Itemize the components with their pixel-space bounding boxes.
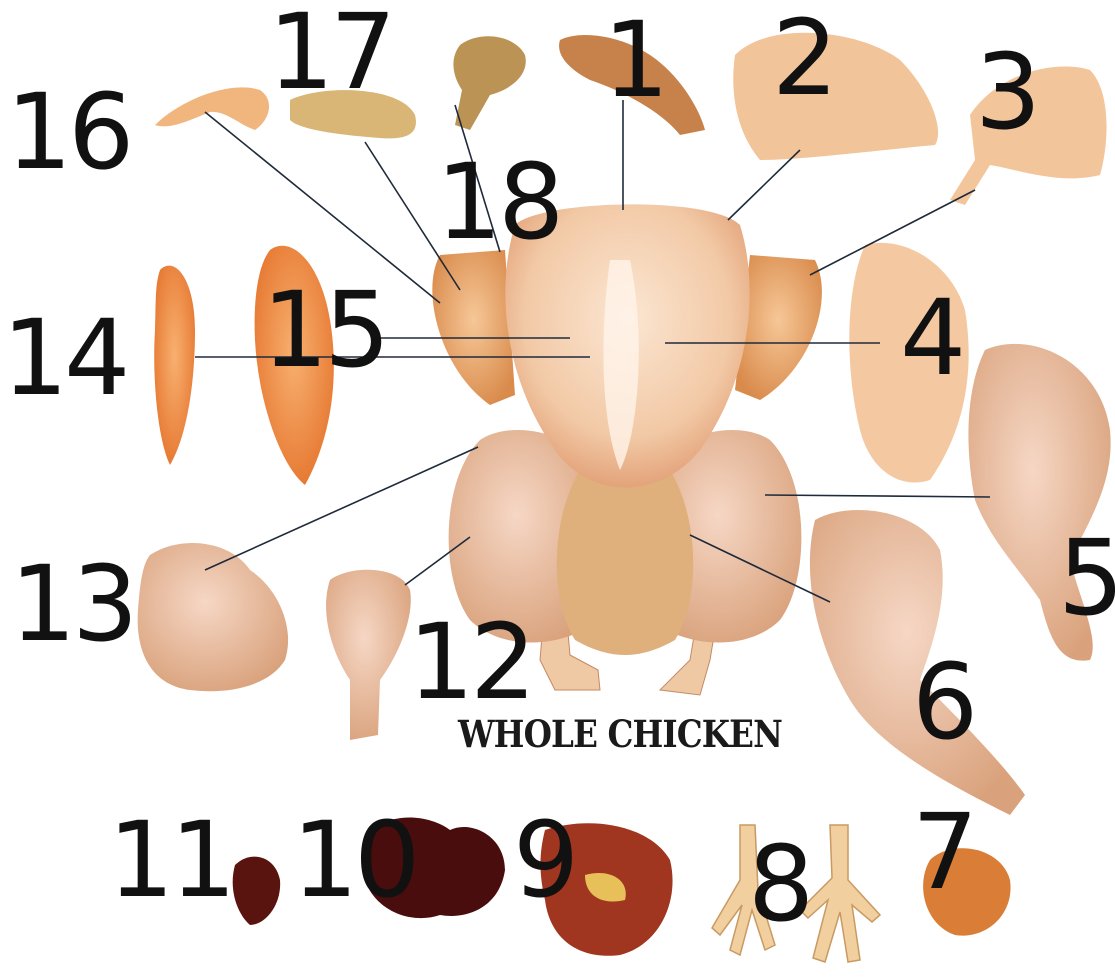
- label-3: 3: [975, 40, 1037, 144]
- label-6: 6: [912, 650, 974, 754]
- label-18: 18: [436, 150, 560, 254]
- drumstick-piece: [326, 570, 411, 740]
- left-wing-on-body: [432, 250, 515, 405]
- label-14: 14: [2, 306, 126, 410]
- label-15: 15: [262, 278, 386, 382]
- right-foot: [800, 825, 880, 962]
- label-2: 2: [772, 6, 834, 110]
- label-11: 11: [108, 808, 232, 912]
- leader-line-5: [765, 495, 990, 497]
- heart-piece: [233, 857, 280, 925]
- wing-tip-piece: [155, 87, 269, 130]
- label-1: 1: [603, 8, 665, 112]
- label-5: 5: [1058, 526, 1115, 630]
- label-9: 9: [513, 808, 575, 912]
- label-17: 17: [268, 0, 392, 104]
- label-16: 16: [6, 80, 130, 184]
- label-10: 10: [292, 808, 416, 912]
- label-4: 4: [900, 286, 962, 390]
- label-7: 7: [912, 800, 974, 904]
- chicken-belly: [557, 470, 693, 655]
- drumette-piece: [453, 36, 525, 130]
- thigh-piece: [138, 543, 288, 691]
- leader-line-13: [205, 447, 478, 570]
- leader-line-2: [728, 150, 800, 220]
- diagram-title: WHOLE CHICKEN: [458, 712, 782, 756]
- label-13: 13: [10, 552, 134, 656]
- tenderloin-piece: [154, 266, 195, 465]
- label-12: 12: [408, 610, 532, 714]
- breast-quarter-piece: [733, 33, 938, 160]
- label-8: 8: [748, 832, 810, 936]
